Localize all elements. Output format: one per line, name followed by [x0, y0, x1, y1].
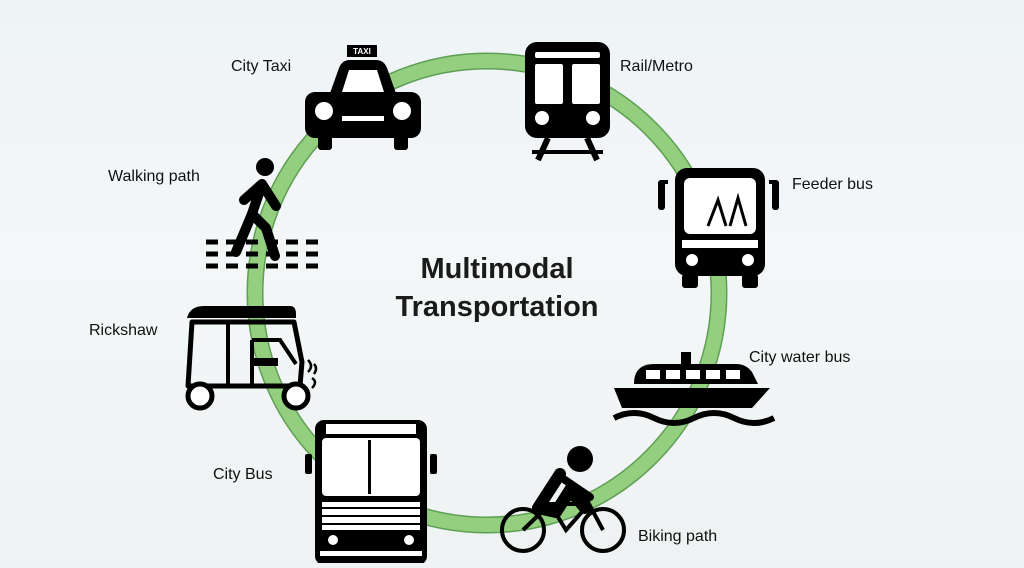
label-city-water-bus: City water bus — [749, 349, 851, 366]
label-rail-metro: Rail/Metro — [620, 58, 693, 75]
city-bus-icon — [305, 420, 437, 565]
label-walking-path: Walking path — [108, 168, 200, 185]
bicycle-icon — [500, 446, 626, 553]
title-line-1: Multimodal — [420, 253, 574, 285]
title-line-2: Transportation — [395, 291, 599, 323]
rickshaw-icon — [185, 306, 318, 411]
label-biking-path: Biking path — [638, 528, 718, 545]
transport-ring — [248, 54, 726, 532]
train-icon — [525, 42, 610, 162]
taxi-icon: TAXI — [305, 45, 421, 150]
label-city-bus: City Bus — [213, 466, 273, 483]
label-city-taxi: City Taxi — [231, 58, 292, 75]
pedestrian-icon — [206, 158, 318, 269]
label-feeder-bus: Feeder bus — [792, 176, 873, 193]
svg-text:TAXI: TAXI — [353, 47, 371, 56]
diagram-title: Multimodal Transportation — [395, 250, 598, 326]
label-rickshaw: Rickshaw — [89, 322, 158, 339]
boat-icon — [612, 352, 776, 426]
bus-front-icon — [658, 168, 779, 288]
